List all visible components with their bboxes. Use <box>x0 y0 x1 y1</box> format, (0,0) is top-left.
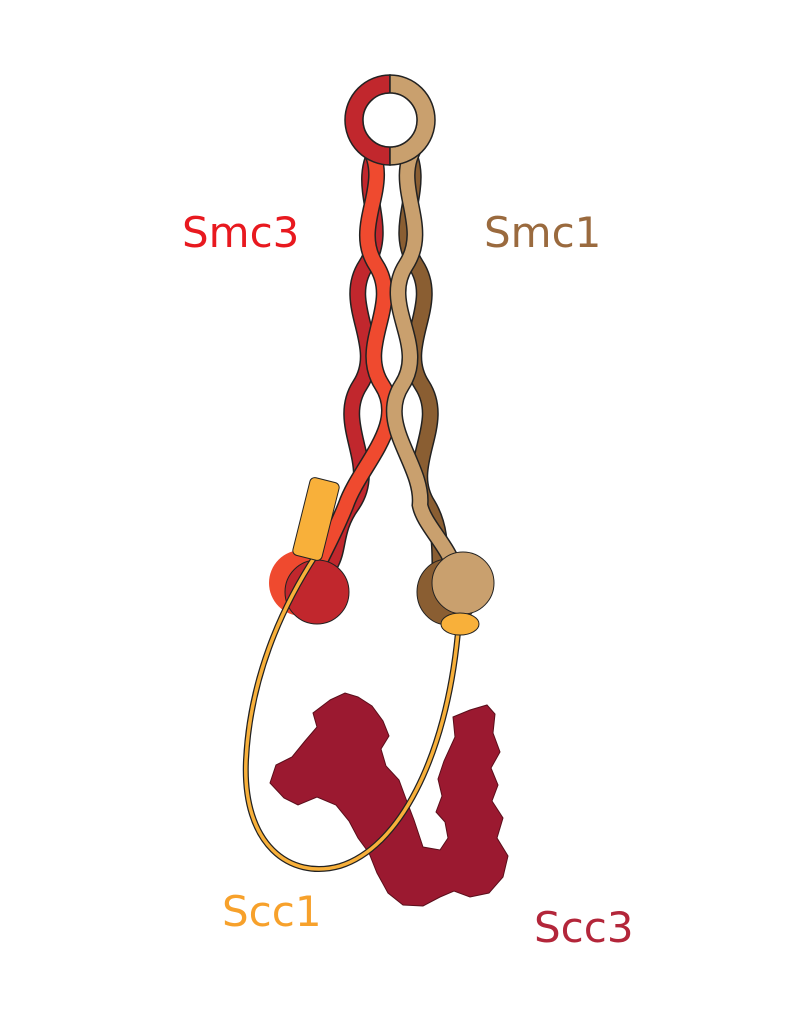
hinge-ring <box>344 74 436 166</box>
smc3-label: Smc3 <box>182 208 299 257</box>
scc1-c-terminal <box>440 612 480 636</box>
smc1-head-front <box>431 551 495 615</box>
smc1-head <box>416 551 495 626</box>
scc3-label: Scc3 <box>534 903 634 952</box>
smc1-coiled-coil <box>385 136 464 579</box>
scc1-n-terminal <box>292 477 340 561</box>
smc3-coiled-coil <box>309 136 398 574</box>
smc1-label: Smc1 <box>484 208 601 257</box>
scc1-label: Scc1 <box>222 887 322 936</box>
hinge-hole <box>362 92 418 148</box>
scc3-subunit <box>269 692 509 907</box>
